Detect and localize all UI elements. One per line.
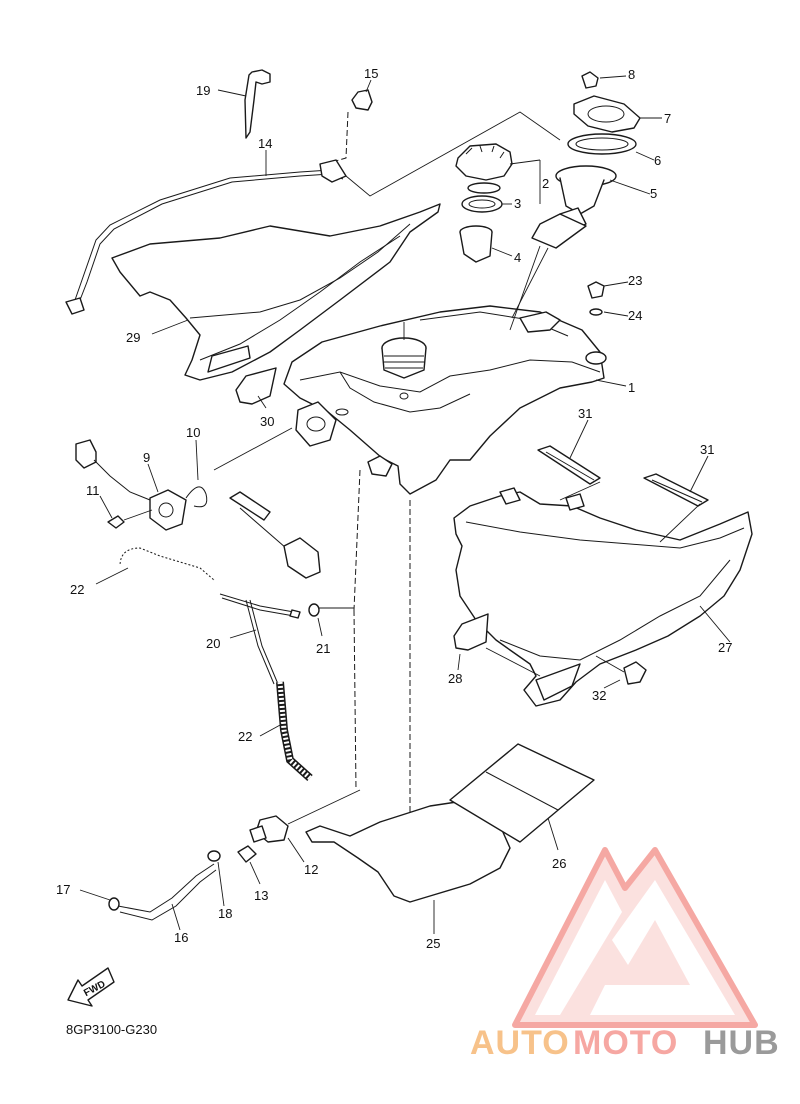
callout-22b: 22 <box>238 729 252 744</box>
callout-31a: 31 <box>578 406 592 421</box>
part-3-ring <box>461 195 512 213</box>
part-7-plate <box>573 95 662 133</box>
callout-18: 18 <box>218 906 232 921</box>
part-20-hose <box>219 593 301 685</box>
callout-4: 4 <box>514 250 521 265</box>
callout-25: 25 <box>426 936 440 951</box>
part-2-fuel-cap <box>455 143 541 204</box>
callout-10: 10 <box>186 425 200 440</box>
watermark-text-moto: MOTO <box>573 1024 678 1062</box>
callout-17: 17 <box>56 882 70 897</box>
part-28-pad <box>453 613 541 677</box>
part-5-fuel-pump <box>531 165 651 249</box>
part-27-right-cover <box>453 487 753 707</box>
callout-6: 6 <box>654 153 661 168</box>
callout-22a: 22 <box>70 582 84 597</box>
callout-16: 16 <box>174 930 188 945</box>
callouts: 1 2 3 4 5 6 7 8 9 10 11 12 13 14 15 16 1… <box>56 66 732 951</box>
part-23-bolt <box>587 281 629 299</box>
callout-13: 13 <box>254 888 268 903</box>
part-15-connector <box>331 79 373 163</box>
part-26-tape <box>449 743 595 851</box>
callout-9: 9 <box>143 450 150 465</box>
part-9-sender-unit <box>75 427 321 579</box>
part-14-breather-hose <box>65 150 347 315</box>
callout-20: 20 <box>206 636 220 651</box>
part-32-bolt <box>595 655 647 689</box>
watermark-logo <box>512 847 758 1028</box>
part-31-pad-b <box>643 455 709 543</box>
callout-30: 30 <box>260 414 274 429</box>
fwd-arrow-icon: FWD <box>67 967 115 1007</box>
part-11-screw <box>99 495 153 529</box>
callout-19: 19 <box>196 83 210 98</box>
watermark-text-auto: AUTO <box>470 1024 570 1062</box>
callout-2: 2 <box>542 176 549 191</box>
callout-3: 3 <box>514 196 521 211</box>
part-22-corrugated-hose-b <box>259 681 313 781</box>
callout-26: 26 <box>552 856 566 871</box>
part-17-clip <box>79 889 120 911</box>
callout-27: 27 <box>718 640 732 655</box>
part-22-corrugated-hose-a <box>95 545 216 585</box>
part-8-nut <box>581 71 627 89</box>
callout-14: 14 <box>258 136 272 151</box>
callout-28: 28 <box>448 671 462 686</box>
part-25-guard <box>305 799 511 934</box>
callout-8: 8 <box>628 67 635 82</box>
part-12-fitting <box>249 789 361 863</box>
diagram-code: 8GP3100-G230 <box>66 1022 157 1037</box>
part-1-fuel-tank <box>283 305 627 495</box>
callout-23: 23 <box>628 273 642 288</box>
callout-7: 7 <box>664 111 671 126</box>
callout-31b: 31 <box>700 442 714 457</box>
part-31-pad-a <box>537 419 601 501</box>
callout-1: 1 <box>628 380 635 395</box>
part-21-clip <box>308 603 323 637</box>
callout-32: 32 <box>592 688 606 703</box>
part-18-clamp <box>207 850 225 907</box>
callout-29: 29 <box>126 330 140 345</box>
part-19-clip <box>217 69 271 139</box>
callout-21: 21 <box>316 641 330 656</box>
part-6-gasket <box>567 133 655 161</box>
callout-15: 15 <box>364 66 378 81</box>
watermark-text-hub: HUB <box>703 1024 780 1062</box>
callout-11: 11 <box>86 483 100 498</box>
callout-24: 24 <box>628 308 642 323</box>
callout-12: 12 <box>304 862 318 877</box>
callout-5: 5 <box>650 186 657 201</box>
part-4-filler-neck <box>459 225 513 263</box>
part-13-bolt <box>237 845 261 885</box>
part-29-left-cover <box>111 203 441 409</box>
watermark-wordmark: AUTO MOTO HUB <box>470 1024 780 1062</box>
part-24-washer <box>589 308 629 317</box>
part-16-hose <box>117 863 217 931</box>
